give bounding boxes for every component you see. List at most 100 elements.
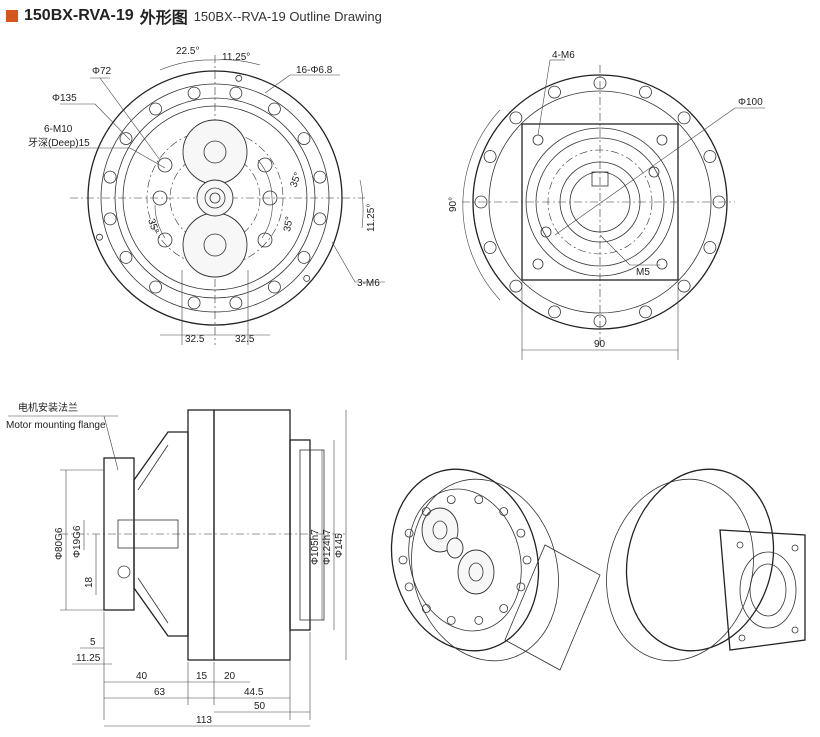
bolt-hole (404, 582, 414, 592)
bolt-hole (499, 604, 509, 613)
bolt-hole (103, 170, 117, 184)
motor-flange-square (521, 123, 679, 281)
angle-35-c-label: 35° (145, 217, 161, 235)
flange-bolt-holes (103, 86, 327, 310)
rear-outer-rim (472, 74, 728, 330)
bolt-hole (474, 616, 484, 625)
model-name-cn: 外形图 (139, 10, 188, 27)
bolt-hole (313, 212, 327, 226)
dim-90-label: 90 (594, 339, 606, 350)
bolt-hole (421, 604, 431, 613)
bolt-hole (404, 528, 414, 538)
angle-90-label: 90° (448, 197, 459, 212)
bolt-hole (187, 86, 201, 100)
bolt-hole (509, 279, 523, 293)
holes-16-label: 16-Φ6.8 (296, 65, 333, 76)
rear-bolt-holes (474, 76, 726, 328)
bolt-hole (119, 250, 133, 264)
bolt-hole (235, 74, 243, 82)
outer-rim (87, 70, 343, 326)
rear-view: 4-M6 Φ100 90° M5 90 (448, 50, 765, 360)
bolt-hole (474, 195, 488, 209)
bolt-hole (677, 279, 691, 293)
angle-22-5-label: 22.5° (176, 46, 199, 57)
thread-m5-label: M5 (636, 267, 650, 278)
m10-hole (257, 157, 273, 173)
bolt-hole (593, 314, 607, 328)
dia-105h7-label: Φ105h7 (310, 529, 321, 565)
dim-113-label: 113 (196, 715, 212, 726)
angle-35-a-label: 35° (288, 171, 304, 189)
angle-11-25-top-label: 11.25° (222, 52, 250, 63)
thread-3m6-label: 3-M6 (357, 278, 380, 289)
bolt-hole (398, 555, 408, 565)
bolt-hole (421, 507, 431, 516)
dim-18-label: 18 (84, 576, 95, 588)
bolt-hole (446, 495, 456, 505)
bolt-hole (229, 296, 243, 310)
model-name: 150BX-RVA-19 (24, 7, 134, 24)
dim-44-5-label: 44.5 (244, 687, 264, 698)
m10-holes (152, 157, 278, 248)
m10-hole (262, 190, 278, 206)
bolt-hole (303, 274, 311, 282)
bolt-hole (712, 195, 726, 209)
bolt-hole (509, 111, 523, 125)
m10-hole (257, 232, 273, 248)
bolt-hole (96, 233, 103, 241)
bolt-hole (499, 507, 509, 516)
dia-19g6-label: Φ19G6 (72, 525, 83, 558)
dia-72-label: Φ72 (92, 66, 112, 77)
bolt-hole (103, 212, 117, 226)
front-view: 32.5 32.5 Φ72 Φ135 6-M10 牙深(Deep)15 22.5… (28, 46, 385, 345)
bolt-hole (522, 555, 532, 565)
iso-bolt-holes (398, 495, 532, 625)
dim-11-25-label: 11.25 (76, 653, 101, 664)
drawing-title: 150BX-RVA-19 外形图 150BX--RVA-19 Outline D… (6, 6, 382, 27)
dia-80g6-label: Φ80G6 (54, 527, 65, 560)
bolt-hole (483, 150, 497, 163)
dia-135-label: Φ135 (52, 93, 77, 104)
bolt-hole (149, 102, 163, 116)
thread-6m10-label: 6-M10 (44, 124, 73, 135)
dim-20-label: 20 (224, 671, 236, 682)
bolt-hole (149, 280, 163, 294)
m10-hole (152, 190, 168, 206)
dia-100-label: Φ100 (738, 97, 763, 108)
thread-depth-label: 牙深(Deep)15 (28, 137, 90, 149)
bolt-hole (446, 616, 456, 625)
center-pinion (196, 179, 234, 217)
bolt-hole (474, 495, 484, 505)
upper-gear (182, 119, 248, 185)
m10-hole (157, 232, 173, 248)
bolt-hole (297, 132, 311, 146)
dim-15-label: 15 (196, 671, 208, 682)
m6-holes (96, 74, 311, 282)
lower-gear (182, 212, 248, 278)
bolt-hole (483, 241, 497, 254)
bolt-hole (639, 85, 652, 99)
m6-hole (532, 134, 544, 146)
dim-63-label: 63 (154, 687, 166, 698)
title-marker (6, 10, 18, 22)
isometric-view-rear (606, 468, 806, 662)
dia-145-label: Φ145 (334, 533, 345, 558)
bolt-hole (516, 528, 526, 538)
bolt-hole (593, 76, 607, 90)
flange-en-label: Motor mounting flange (6, 420, 106, 431)
bolt-hole (677, 111, 691, 125)
bolt-hole (297, 250, 311, 264)
bolt-hole (703, 150, 717, 163)
dia-124h7-label: Φ124h7 (322, 529, 333, 565)
bolt-hole (639, 305, 652, 319)
bolt-hole (516, 582, 526, 592)
bolt-hole (267, 280, 281, 294)
thread-4m6-label: 4-M6 (552, 50, 575, 61)
dim-40-label: 40 (136, 671, 148, 682)
dim-32-5-right: 32.5 (235, 334, 255, 345)
bolt-hole (229, 86, 243, 100)
drawing-subtitle: 150BX--RVA-19 Outline Drawing (193, 8, 382, 24)
bolt-hole (187, 296, 201, 310)
dim-32-5-left: 32.5 (185, 334, 205, 345)
